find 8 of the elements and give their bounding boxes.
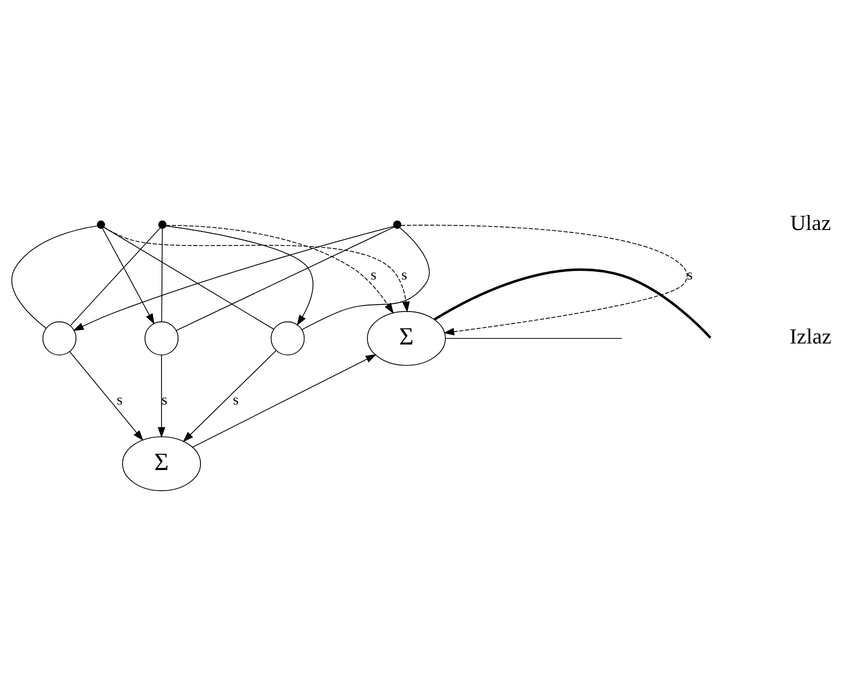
edge-label: s [686,266,693,283]
edge-label: s [232,392,239,408]
edge-label: s [116,392,123,408]
label: Ulaz [790,210,831,234]
edge-label: s [401,266,408,283]
edge-label: s [162,392,168,408]
label: Izlaz [790,324,832,348]
edge-label: s [370,266,376,283]
